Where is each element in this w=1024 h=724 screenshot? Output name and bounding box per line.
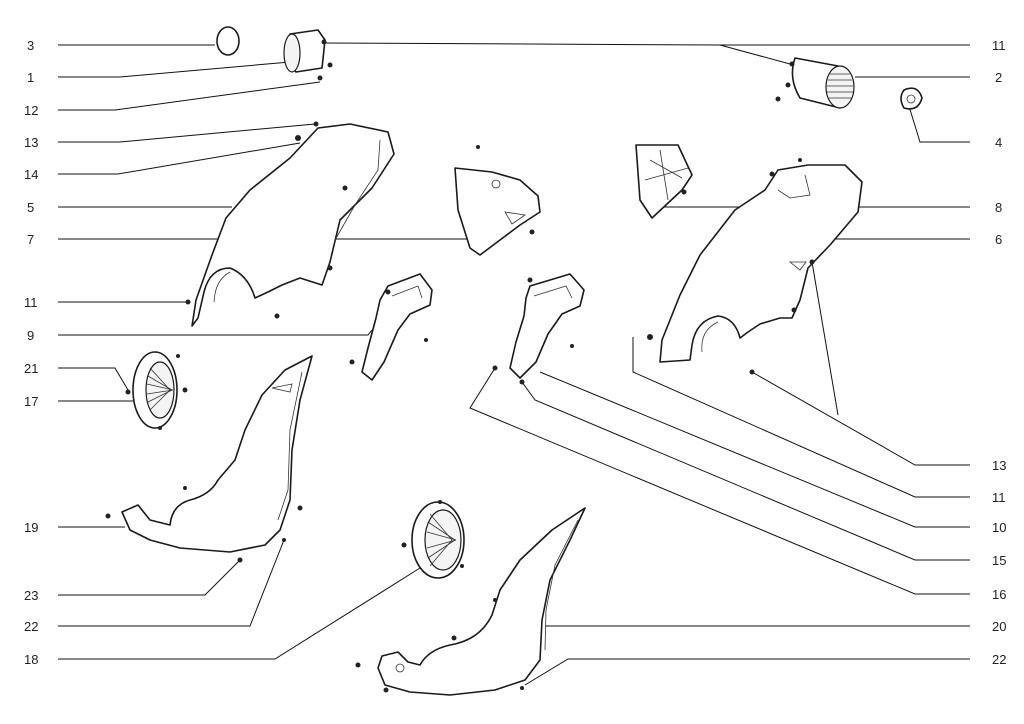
leader-15 (521, 381, 970, 561)
screw-icon (317, 75, 323, 81)
grille-icon (827, 73, 853, 99)
callout-4: 4 (995, 135, 1002, 150)
leader-13-right-b (811, 261, 839, 416)
callout-13-left: 13 (24, 135, 38, 150)
callouts-left: 3 1 12 13 14 5 7 11 9 21 17 19 23 22 18 (24, 38, 38, 667)
grille-icon (146, 367, 174, 411)
leader-21 (58, 367, 129, 391)
fan-grille-left-part (125, 351, 188, 430)
leader-22-left (58, 539, 285, 627)
callout-12: 12 (24, 103, 38, 118)
parts (105, 26, 923, 696)
leader-4 (907, 102, 970, 143)
leader-13-right (751, 371, 970, 466)
callout-23: 23 (24, 588, 38, 603)
callout-20: 20 (992, 619, 1006, 634)
leader-11-top-a (324, 42, 791, 65)
callout-14: 14 (24, 167, 38, 182)
callout-19: 19 (24, 520, 38, 535)
fan-grille-lower-part (401, 500, 465, 579)
bracket-9-part (349, 273, 433, 381)
callout-17: 17 (24, 394, 38, 409)
callout-22-right: 22 (992, 652, 1006, 667)
leader-22-right (524, 658, 970, 686)
leader-18 (58, 567, 421, 660)
grille-icon (426, 513, 457, 567)
callouts-right: 11 2 4 8 6 13 11 10 15 16 20 22 (992, 38, 1006, 667)
leader-12 (58, 81, 321, 111)
leader-10 (539, 371, 970, 528)
callout-18: 18 (24, 652, 38, 667)
leader-13-left (58, 123, 316, 143)
inner-shield-left-part (185, 121, 395, 327)
leader-14 (58, 142, 301, 175)
leader-lines (58, 42, 970, 686)
inner-shield-right-part (647, 158, 863, 375)
callout-15: 15 (992, 553, 1006, 568)
clip-icon (900, 87, 923, 110)
screw-icon (321, 39, 327, 45)
callout-13-right: 13 (992, 458, 1006, 473)
callout-9: 9 (27, 328, 34, 343)
callout-1: 1 (27, 70, 34, 85)
callout-2: 2 (995, 70, 1002, 85)
callout-8: 8 (995, 200, 1002, 215)
callout-11-left: 11 (24, 295, 38, 310)
screw-icon (327, 62, 333, 68)
callout-11-top: 11 (992, 38, 1006, 53)
leader-11-right (632, 337, 970, 498)
leg-shield-left-part (105, 355, 313, 563)
callout-6: 6 (995, 232, 1002, 247)
callout-21: 21 (24, 361, 38, 376)
o-ring-icon (216, 26, 240, 56)
callout-22-left: 22 (24, 619, 38, 634)
bracket-8-part (635, 144, 693, 219)
callout-16: 16 (992, 587, 1006, 602)
callout-5: 5 (27, 200, 34, 215)
callout-3: 3 (27, 38, 34, 53)
leader-23 (58, 559, 241, 596)
leader-1 (58, 61, 291, 78)
leader-9 (58, 329, 373, 336)
bracket-7-part (454, 145, 541, 256)
cap-part (283, 29, 333, 81)
callout-10: 10 (992, 520, 1006, 535)
bracket-10-part (492, 273, 585, 385)
callout-11-right: 11 (992, 490, 1006, 505)
leader-16 (469, 367, 970, 595)
callout-7: 7 (27, 232, 34, 247)
horn-cover-part (775, 57, 855, 109)
leg-shield-right-part (355, 507, 586, 696)
